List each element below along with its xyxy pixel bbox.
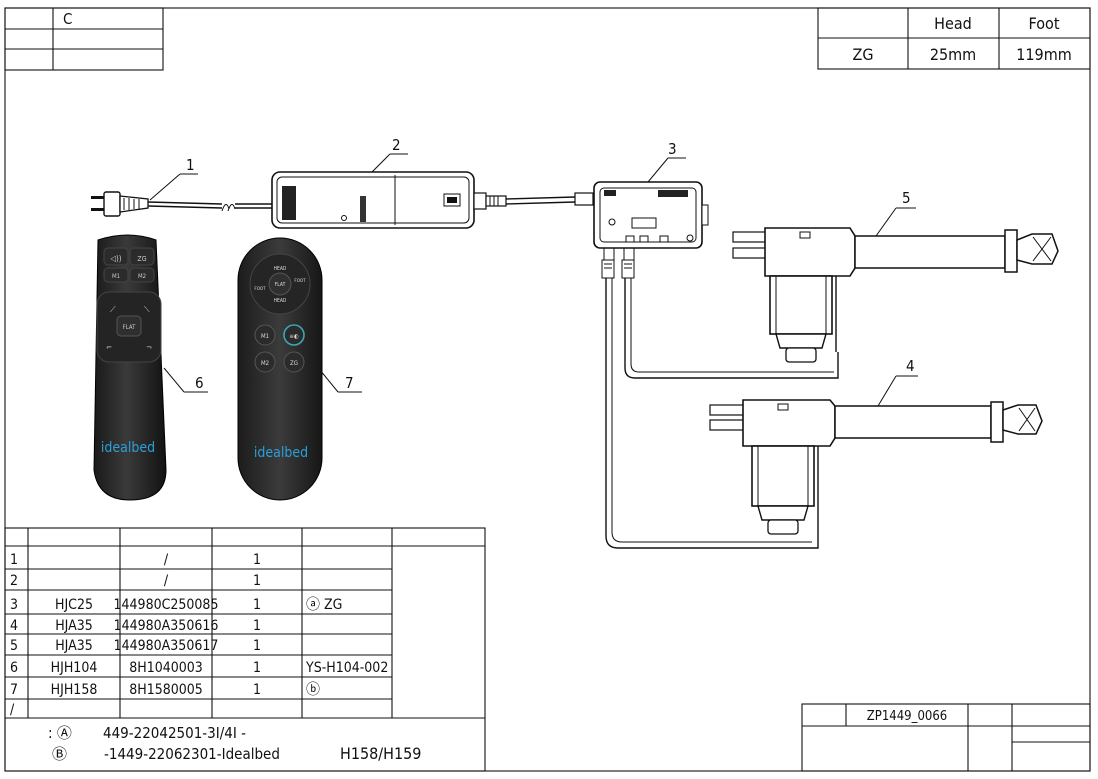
remote-6: ◁)) ZG M1 M2 FLAT ⟋ ⟍ ⌐ ¬ idealbed bbox=[93, 234, 167, 501]
drawing-border bbox=[4, 7, 1091, 772]
remote6-foot-down-icon: ¬ bbox=[146, 343, 152, 352]
remote7-m1-label: M1 bbox=[261, 333, 269, 340]
bom-note-a-text: 449-22042501-3I/4I - bbox=[103, 724, 246, 742]
callout-7: 7 bbox=[319, 369, 362, 393]
remote7-brand-logo: idealbed bbox=[254, 445, 308, 461]
bom-row-7-qty: 1 bbox=[253, 682, 261, 698]
bom-row-3-qty: 1 bbox=[253, 597, 261, 613]
remote6-icon-glyph: ◁)) bbox=[110, 254, 121, 263]
bom-note-b-tail: H158/H159 bbox=[340, 744, 421, 763]
callout-2: 2 bbox=[371, 136, 408, 173]
bom-row-2-code: / bbox=[164, 573, 169, 589]
bom-note-a-mark: : Ⓐ bbox=[48, 724, 72, 742]
callout-4: 4 bbox=[877, 357, 918, 407]
bom-row-8-no: / bbox=[10, 702, 15, 718]
bom-row-4-no: 4 bbox=[10, 618, 18, 634]
bom-note-b-mark: Ⓑ bbox=[52, 745, 67, 763]
callout-7-label: 7 bbox=[345, 374, 354, 392]
remote7-head-down-label: HEAD bbox=[274, 298, 287, 304]
remote6-brand-logo: idealbed bbox=[101, 440, 155, 456]
remote6-head-up-icon: ⟋ bbox=[110, 305, 116, 314]
bom-row-5-code: 144980A350617 bbox=[114, 638, 219, 654]
remote6-foot-up-icon: ⟍ bbox=[144, 305, 150, 314]
stroke-foot-value: 119mm bbox=[1016, 45, 1072, 64]
actuator-upper bbox=[732, 227, 1059, 363]
stroke-header-foot: Foot bbox=[1029, 14, 1060, 33]
power-plug-cord bbox=[91, 191, 272, 217]
callout-1-label: 1 bbox=[186, 156, 195, 174]
remote6-head-down-icon: ⌐ bbox=[106, 343, 112, 352]
revision-letter: C bbox=[63, 10, 72, 28]
remote7-head-up-label: HEAD bbox=[274, 266, 287, 272]
bom-row-3-part: HJC25 bbox=[55, 597, 93, 613]
control-box bbox=[271, 171, 594, 229]
remote7-zg-label: ZG bbox=[290, 360, 298, 367]
bom-row-1-code: / bbox=[164, 552, 169, 568]
bom-row-6-part: HJH104 bbox=[51, 660, 98, 676]
callout-1: 1 bbox=[149, 156, 198, 201]
remote6-m2-label: M2 bbox=[138, 273, 146, 280]
junction-box bbox=[593, 181, 709, 279]
callout-6-label: 6 bbox=[195, 374, 204, 392]
bom-row-7-note: ⓑ bbox=[306, 682, 320, 698]
callout-2-label: 2 bbox=[392, 136, 401, 154]
bom-row-4-qty: 1 bbox=[253, 618, 261, 634]
callout-5: 5 bbox=[875, 189, 916, 237]
bom-row-6-note: YS-H104-002 bbox=[305, 660, 388, 676]
bom-row-7-code: 8H1580005 bbox=[129, 682, 203, 698]
title-block: ZP1449_0066 bbox=[801, 703, 1091, 772]
bom-row-5-qty: 1 bbox=[253, 638, 261, 654]
remote7-flat-label: FLAT bbox=[275, 282, 286, 288]
bom-row-6-no: 6 bbox=[10, 660, 18, 676]
callout-3: 3 bbox=[647, 140, 686, 183]
revision-box: C bbox=[4, 7, 164, 71]
drawing-number: ZP1449_0066 bbox=[867, 709, 947, 724]
stroke-head-value: 25mm bbox=[930, 45, 976, 64]
bom-row-3-code: 144980C250085 bbox=[114, 597, 219, 613]
remote7-foot-right-label: FOOT bbox=[294, 278, 306, 284]
bom-note-b-text: -1449-22062301-Idealbed bbox=[104, 745, 280, 763]
actuator-lower bbox=[709, 399, 1043, 535]
actuator-cables bbox=[605, 278, 839, 549]
bom-row-7-part: HJH158 bbox=[51, 682, 98, 698]
bom-row-1-qty: 1 bbox=[253, 552, 261, 568]
remote7-foot-left-label: FOOT bbox=[254, 286, 266, 292]
bom-row-1-no: 1 bbox=[10, 552, 18, 568]
remote7-m2-label: M2 bbox=[261, 360, 269, 367]
callout-6: 6 bbox=[163, 367, 208, 393]
remote6-zg-glyph: ZG bbox=[137, 255, 146, 263]
bom-row-4-code: 144980A350616 bbox=[114, 618, 219, 634]
bom-row-6-code: 8H1040003 bbox=[129, 660, 203, 676]
bom-row-6-qty: 1 bbox=[253, 660, 261, 676]
callout-4-label: 4 bbox=[906, 357, 915, 375]
remote6-m1-label: M1 bbox=[112, 273, 120, 280]
stroke-header-head: Head bbox=[934, 14, 972, 33]
stroke-row-label: ZG bbox=[852, 45, 873, 64]
callout-3-label: 3 bbox=[668, 140, 677, 158]
bom-row-7-no: 7 bbox=[10, 682, 18, 698]
remote-7: FLAT HEAD FOOT FOOT HEAD M1 ≡◐ M2 ZG ide… bbox=[237, 237, 323, 501]
remote7-light-icon: ≡◐ bbox=[289, 333, 299, 340]
bom-row-2-qty: 1 bbox=[253, 573, 261, 589]
bom-row-4-part: HJA35 bbox=[55, 618, 93, 634]
bom-row-3-note: ⓐ ZG bbox=[306, 597, 342, 613]
remote6-flat-label: FLAT bbox=[123, 324, 136, 331]
bom-row-5-no: 5 bbox=[10, 638, 18, 654]
bom-row-2-no: 2 bbox=[10, 573, 18, 589]
stroke-table: Head Foot ZG 25mm 119mm bbox=[817, 7, 1091, 70]
bom-row-5-part: HJA35 bbox=[55, 638, 93, 654]
callout-5-label: 5 bbox=[902, 189, 911, 207]
bom-row-3-no: 3 bbox=[10, 597, 18, 613]
